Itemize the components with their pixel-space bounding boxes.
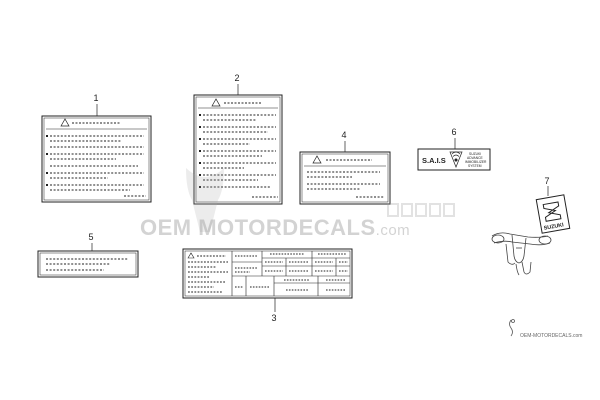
footer-logo-icon — [509, 319, 515, 337]
suzuki-s-logo-icon — [542, 201, 562, 222]
label-1[interactable]: 1 — [41, 93, 152, 203]
suzuki-brand-text: SUZUKI — [543, 222, 564, 231]
callout-3: 3 — [272, 313, 277, 323]
label-6[interactable]: 6 S.A.I.S SUZUKI ADVANCE IMMOBILIZER SYS… — [417, 127, 491, 171]
callout-6: 6 — [452, 127, 457, 137]
label-5[interactable]: 5 — [37, 232, 139, 278]
callout-1: 1 — [94, 93, 99, 103]
label-7[interactable]: 7 SUZUKI — [491, 176, 571, 276]
label-3[interactable]: 3 — [182, 248, 353, 323]
label-2[interactable]: 2 — [193, 73, 283, 205]
watermark-suffix: .com — [375, 222, 411, 239]
watermark-silhouette — [186, 168, 224, 232]
footer-logo-text: OEM-MOTORDECALS.com — [520, 333, 583, 339]
watermark-ghost-shapes — [387, 203, 455, 217]
watermark-text: OEM MOTORDECALS.com — [140, 215, 460, 245]
warning-triangle-icon — [187, 252, 195, 259]
callout-2: 2 — [235, 73, 240, 83]
sais-logo-text: S.A.I.S — [422, 156, 446, 165]
sais-side-text-4: SYSTEM — [468, 164, 482, 168]
warning-triangle-icon — [60, 118, 70, 127]
label-4[interactable]: 4 — [299, 130, 391, 205]
callout-7: 7 — [545, 176, 550, 186]
watermark-main: OEM MOTORDECALS — [140, 215, 376, 240]
warning-triangle-icon — [211, 98, 221, 107]
sais-side-text-2: ADVANCE — [467, 156, 483, 160]
sais-side-text-1: SUZUKI — [469, 152, 481, 156]
fork-bracket-illustration — [491, 232, 552, 276]
warning-triangle-icon — [312, 155, 322, 164]
sais-emblem-icon — [449, 151, 463, 168]
footer-logo: OEM-MOTORDECALS.com — [506, 328, 586, 344]
sais-side-text-3: IMMOBILIZER — [465, 160, 487, 164]
callout-5: 5 — [89, 232, 94, 242]
callout-4: 4 — [342, 130, 347, 140]
